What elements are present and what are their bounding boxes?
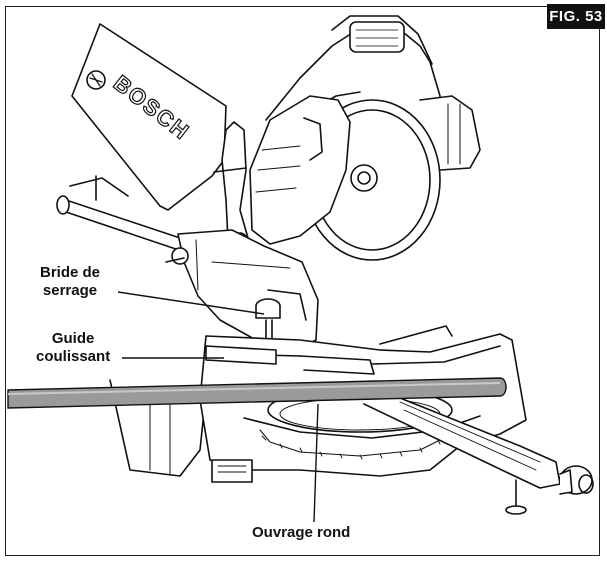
miter-arm — [363, 385, 594, 515]
leader-lines — [117, 291, 319, 523]
blade-guard-cover — [71, 23, 227, 211]
callout-clamp-line1: Bride de — [40, 264, 101, 281]
callout-workpiece: Ouvrage rond — [252, 524, 351, 541]
figure-number-badge: FIG. 53 — [547, 4, 605, 29]
leader-workpiece — [313, 403, 319, 523]
figure-frame — [5, 6, 600, 556]
callout-fence-line2: coulissant — [36, 348, 111, 365]
leader-clamp — [117, 291, 265, 315]
callout-fence-line1: Guide — [51, 330, 95, 347]
round-workpiece — [7, 377, 507, 409]
callout-clamp-line2: serrage — [42, 282, 98, 299]
sliding-fence — [205, 325, 453, 375]
callout-clamp: Bride de serrage — [40, 264, 100, 300]
bevel-arm — [165, 229, 319, 351]
guard-body — [249, 95, 351, 245]
callout-fence: Guide coulissant — [36, 330, 110, 366]
